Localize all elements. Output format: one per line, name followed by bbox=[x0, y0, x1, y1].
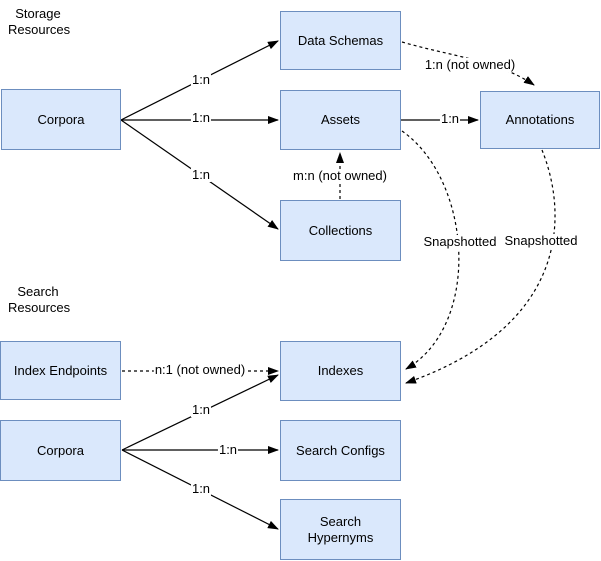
edge-label-corpora-indexes: 1:n bbox=[190, 402, 212, 417]
node-indexes: Indexes bbox=[280, 341, 401, 401]
node-index-endpoints: Index Endpoints bbox=[0, 341, 121, 400]
edge-label-corpora-data-schemas: 1:n bbox=[190, 72, 212, 87]
edge-label-corpora-assets: 1:n bbox=[190, 110, 212, 125]
edge-label-corpora-search-configs: 1:n bbox=[217, 442, 239, 457]
edge-label-corpora-search-hypernyms: 1:n bbox=[190, 481, 212, 496]
node-corpora-storage: Corpora bbox=[1, 89, 121, 150]
edge-label-collections-assets: m:n (not owned) bbox=[292, 168, 388, 183]
node-search-hypernyms: Search Hypernyms bbox=[280, 499, 401, 560]
edge-label-corpora-collections: 1:n bbox=[190, 167, 212, 182]
node-data-schemas: Data Schemas bbox=[280, 11, 401, 70]
edge-label-index-endpoints-indexes: n:1 (not owned) bbox=[153, 362, 247, 377]
node-corpora-search: Corpora bbox=[0, 420, 121, 481]
edge-label-snapshotted-annotations: Snapshotted bbox=[503, 233, 579, 248]
section-label-search-resources: Search Resources bbox=[8, 284, 71, 315]
edge-label-snapshotted-assets: Snapshotted bbox=[422, 234, 498, 249]
node-assets: Assets bbox=[280, 90, 401, 150]
edge-assets-to-indexes-snapshotted bbox=[401, 130, 460, 370]
node-annotations: Annotations bbox=[480, 91, 600, 149]
edge-label-assets-annotations: 1:n bbox=[439, 111, 461, 126]
node-collections: Collections bbox=[280, 200, 401, 261]
node-search-configs: Search Configs bbox=[280, 420, 401, 481]
edge-annotations-to-indexes-snapshotted bbox=[405, 149, 556, 384]
section-label-storage-resources: Storage Resources bbox=[8, 6, 71, 37]
edge-label-data-schemas-annotations: 1:n (not owned) bbox=[423, 57, 517, 72]
